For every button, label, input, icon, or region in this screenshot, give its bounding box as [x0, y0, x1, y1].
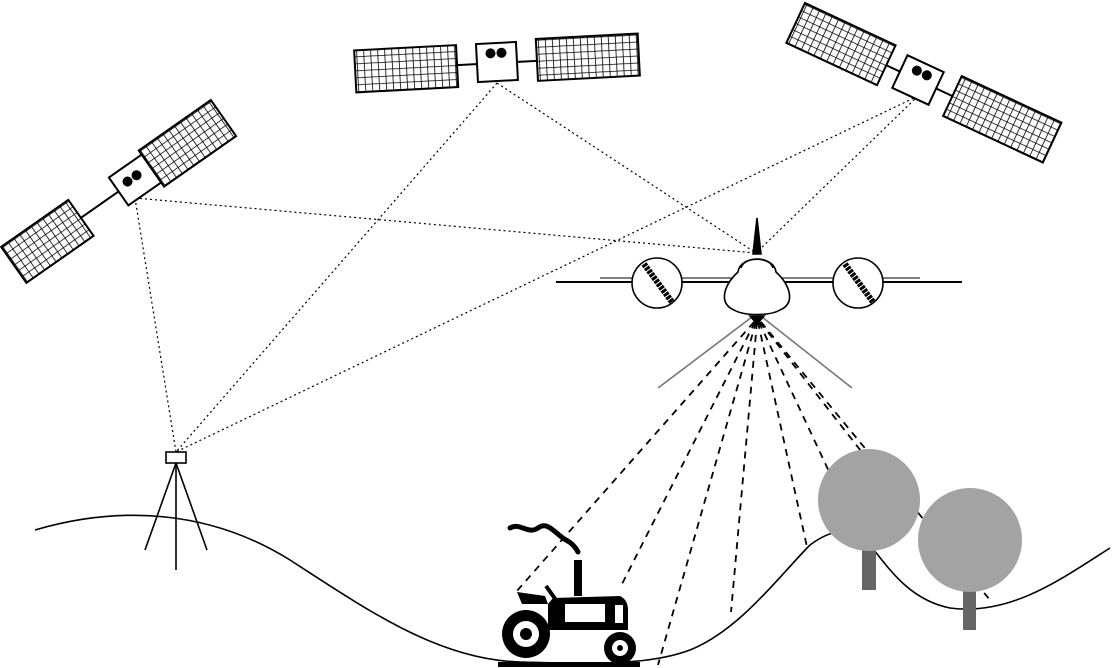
tripod-leg	[175, 462, 208, 551]
tractor-grille	[613, 603, 625, 625]
lidar-sensor	[748, 315, 766, 326]
propeller-left	[631, 257, 683, 309]
lidar-beam	[730, 321, 758, 613]
satellite-sensor	[485, 48, 496, 59]
signal-line	[175, 82, 498, 453]
propeller-right	[832, 257, 884, 309]
scan-fan-edges	[657, 316, 853, 389]
lidar-beam	[515, 321, 755, 593]
solar-panel	[353, 44, 460, 94]
aircraft-tail-fin	[752, 217, 762, 255]
tree-2	[918, 488, 1022, 630]
propeller-disc	[631, 257, 683, 309]
lidar-beam	[621, 321, 756, 585]
satellite-body	[474, 40, 519, 84]
satellite-sensor	[911, 65, 922, 76]
solar-panel	[785, 1, 897, 87]
signal-line	[134, 197, 177, 453]
exhaust-pipe	[574, 560, 582, 596]
tractor-ground-bar	[498, 662, 640, 667]
satellite-sensor	[496, 47, 507, 58]
satellite-right	[785, 1, 1063, 164]
receiver-box	[165, 451, 187, 464]
signal-lines	[134, 82, 919, 453]
aircraft-fuselage	[723, 258, 791, 316]
exhaust-smoke	[507, 523, 581, 555]
tree-canopy	[918, 488, 1022, 592]
satellite-sensor	[131, 170, 142, 181]
solar-panel	[534, 32, 641, 82]
scan-fan-edge	[657, 316, 753, 389]
lidar-beam	[759, 321, 869, 461]
signal-line	[175, 95, 919, 453]
propeller-disc	[832, 257, 884, 309]
tree-1	[818, 449, 920, 590]
signal-line	[755, 95, 919, 254]
satellite-body	[890, 53, 946, 107]
aircraft-cockpit	[740, 258, 774, 269]
tractor-front-axle	[617, 645, 623, 651]
tripod-leg	[144, 462, 177, 551]
tractor-rear-axle	[520, 628, 532, 640]
gnss-base-station	[144, 451, 208, 570]
tractor	[498, 523, 640, 667]
solar-panel	[941, 74, 1063, 164]
tree-canopy	[818, 449, 920, 551]
solar-panel	[0, 198, 95, 285]
terrain-profile	[34, 514, 1111, 664]
satellite-sensor	[122, 176, 133, 187]
satellite-left	[0, 98, 238, 285]
signal-line	[134, 197, 757, 254]
survey-aircraft	[556, 217, 962, 326]
tree-trunk	[862, 540, 876, 590]
scan-fan-edge	[761, 316, 853, 389]
signal-line	[496, 82, 757, 254]
tractor-seat	[517, 592, 548, 604]
steering-wheel	[544, 584, 558, 602]
lidar-beam	[758, 321, 841, 496]
tractor-window	[565, 604, 605, 622]
satellite-sensor	[921, 70, 932, 81]
lidar-beam	[757, 321, 808, 548]
satellite-center	[353, 32, 641, 94]
